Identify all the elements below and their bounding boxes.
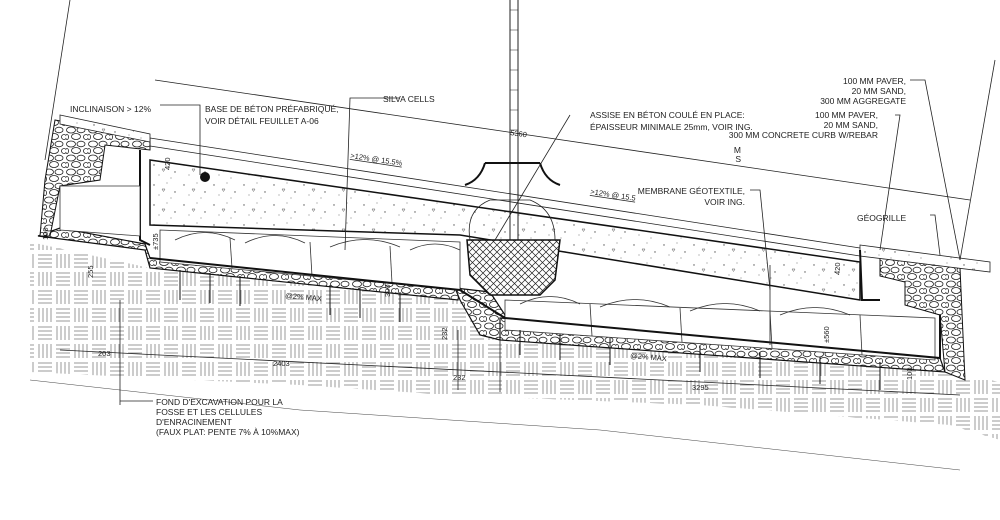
label-membrane-1: MEMBRANE GÉOTEXTILE, [638, 186, 745, 196]
dim-300: 300 [383, 284, 392, 297]
label-geogrille: GÉOGRILLE [857, 213, 906, 223]
label-paver-aggr-2: 20 MM SAND, [852, 86, 906, 96]
dim-100-right: 100 [905, 367, 914, 380]
slope-base-left: @2% MAX [285, 291, 322, 303]
dim-420-right: 420 [833, 262, 842, 275]
dim-232-horizontal: 232 [453, 373, 466, 382]
dim-2403: 2403 [273, 359, 290, 368]
silva-cells-lower [504, 296, 936, 361]
tree-grate [464, 162, 561, 186]
paver-surface-left [59, 114, 151, 143]
native-soil-hatch [30, 242, 1000, 440]
label-fond-1: FOND D'EXCAVATION POUR LA [156, 397, 283, 407]
label-assise-2: ÉPAISSEUR MINIMALE 25mm, VOIR ING. [590, 122, 753, 132]
label-m: M [734, 145, 741, 155]
geogrid-anchors [179, 270, 881, 390]
concrete-slab [149, 159, 861, 301]
gravel-left-edge [39, 119, 151, 237]
dim-100-left: 100 [41, 227, 50, 240]
label-assise-1: ASSISE EN BÉTON COULÉ EN PLACE: [590, 110, 745, 120]
dim-560: ±560 [822, 326, 831, 343]
excavation-bottom-line [29, 379, 961, 471]
dim-203: 203 [98, 349, 111, 358]
slope-lower: >12% @ 15.5 [590, 187, 637, 203]
dim-3295: 3295 [692, 383, 709, 392]
label-membrane-2: VOIR ING. [704, 197, 745, 207]
label-paver-curb-1: 100 MM PAVER, [815, 110, 878, 120]
label-inclinaison: INCLINAISON > 12% [70, 104, 151, 114]
label-silva-cells: SILVA CELLS [383, 94, 435, 104]
silva-cells-upper [59, 185, 461, 291]
slope-base-right: @2% MAX [630, 351, 667, 363]
label-fond-4: (FAUX PLAT: PENTE 7% À 10%MAX) [156, 427, 300, 437]
label-base-beton-1: BASE DE BÉTON PRÉFABRIQUÉ, [205, 104, 339, 114]
dim-735: ±735 [151, 233, 160, 250]
slope-upper: >12% @ 15.5% [350, 151, 404, 168]
label-base-beton-2: VOIR DÉTAIL FEUILLET A-06 [205, 116, 319, 126]
label-paver-curb-3: 300 MM CONCRETE CURB W/REBAR [729, 130, 878, 140]
root-ball [466, 239, 561, 296]
reference-dot [200, 172, 210, 182]
label-paver-aggr-3: 300 MM AGGREGATE [820, 96, 906, 106]
dim-420-left: 420 [163, 157, 172, 170]
label-paver-curb-2: 20 MM SAND, [824, 120, 878, 130]
leader-lines [44, 0, 996, 405]
dim-255: 255 [86, 265, 95, 278]
label-s: S [735, 154, 741, 164]
label-fond-3: D'ENRACINEMENT [156, 417, 232, 427]
dim-5360: 5360 [510, 128, 528, 139]
label-paver-aggr-1: 100 MM PAVER, [843, 76, 906, 86]
label-fond-2: FOSSE ET LES CELLULES [156, 407, 262, 417]
dim-232-vertical: 232 [440, 327, 449, 340]
